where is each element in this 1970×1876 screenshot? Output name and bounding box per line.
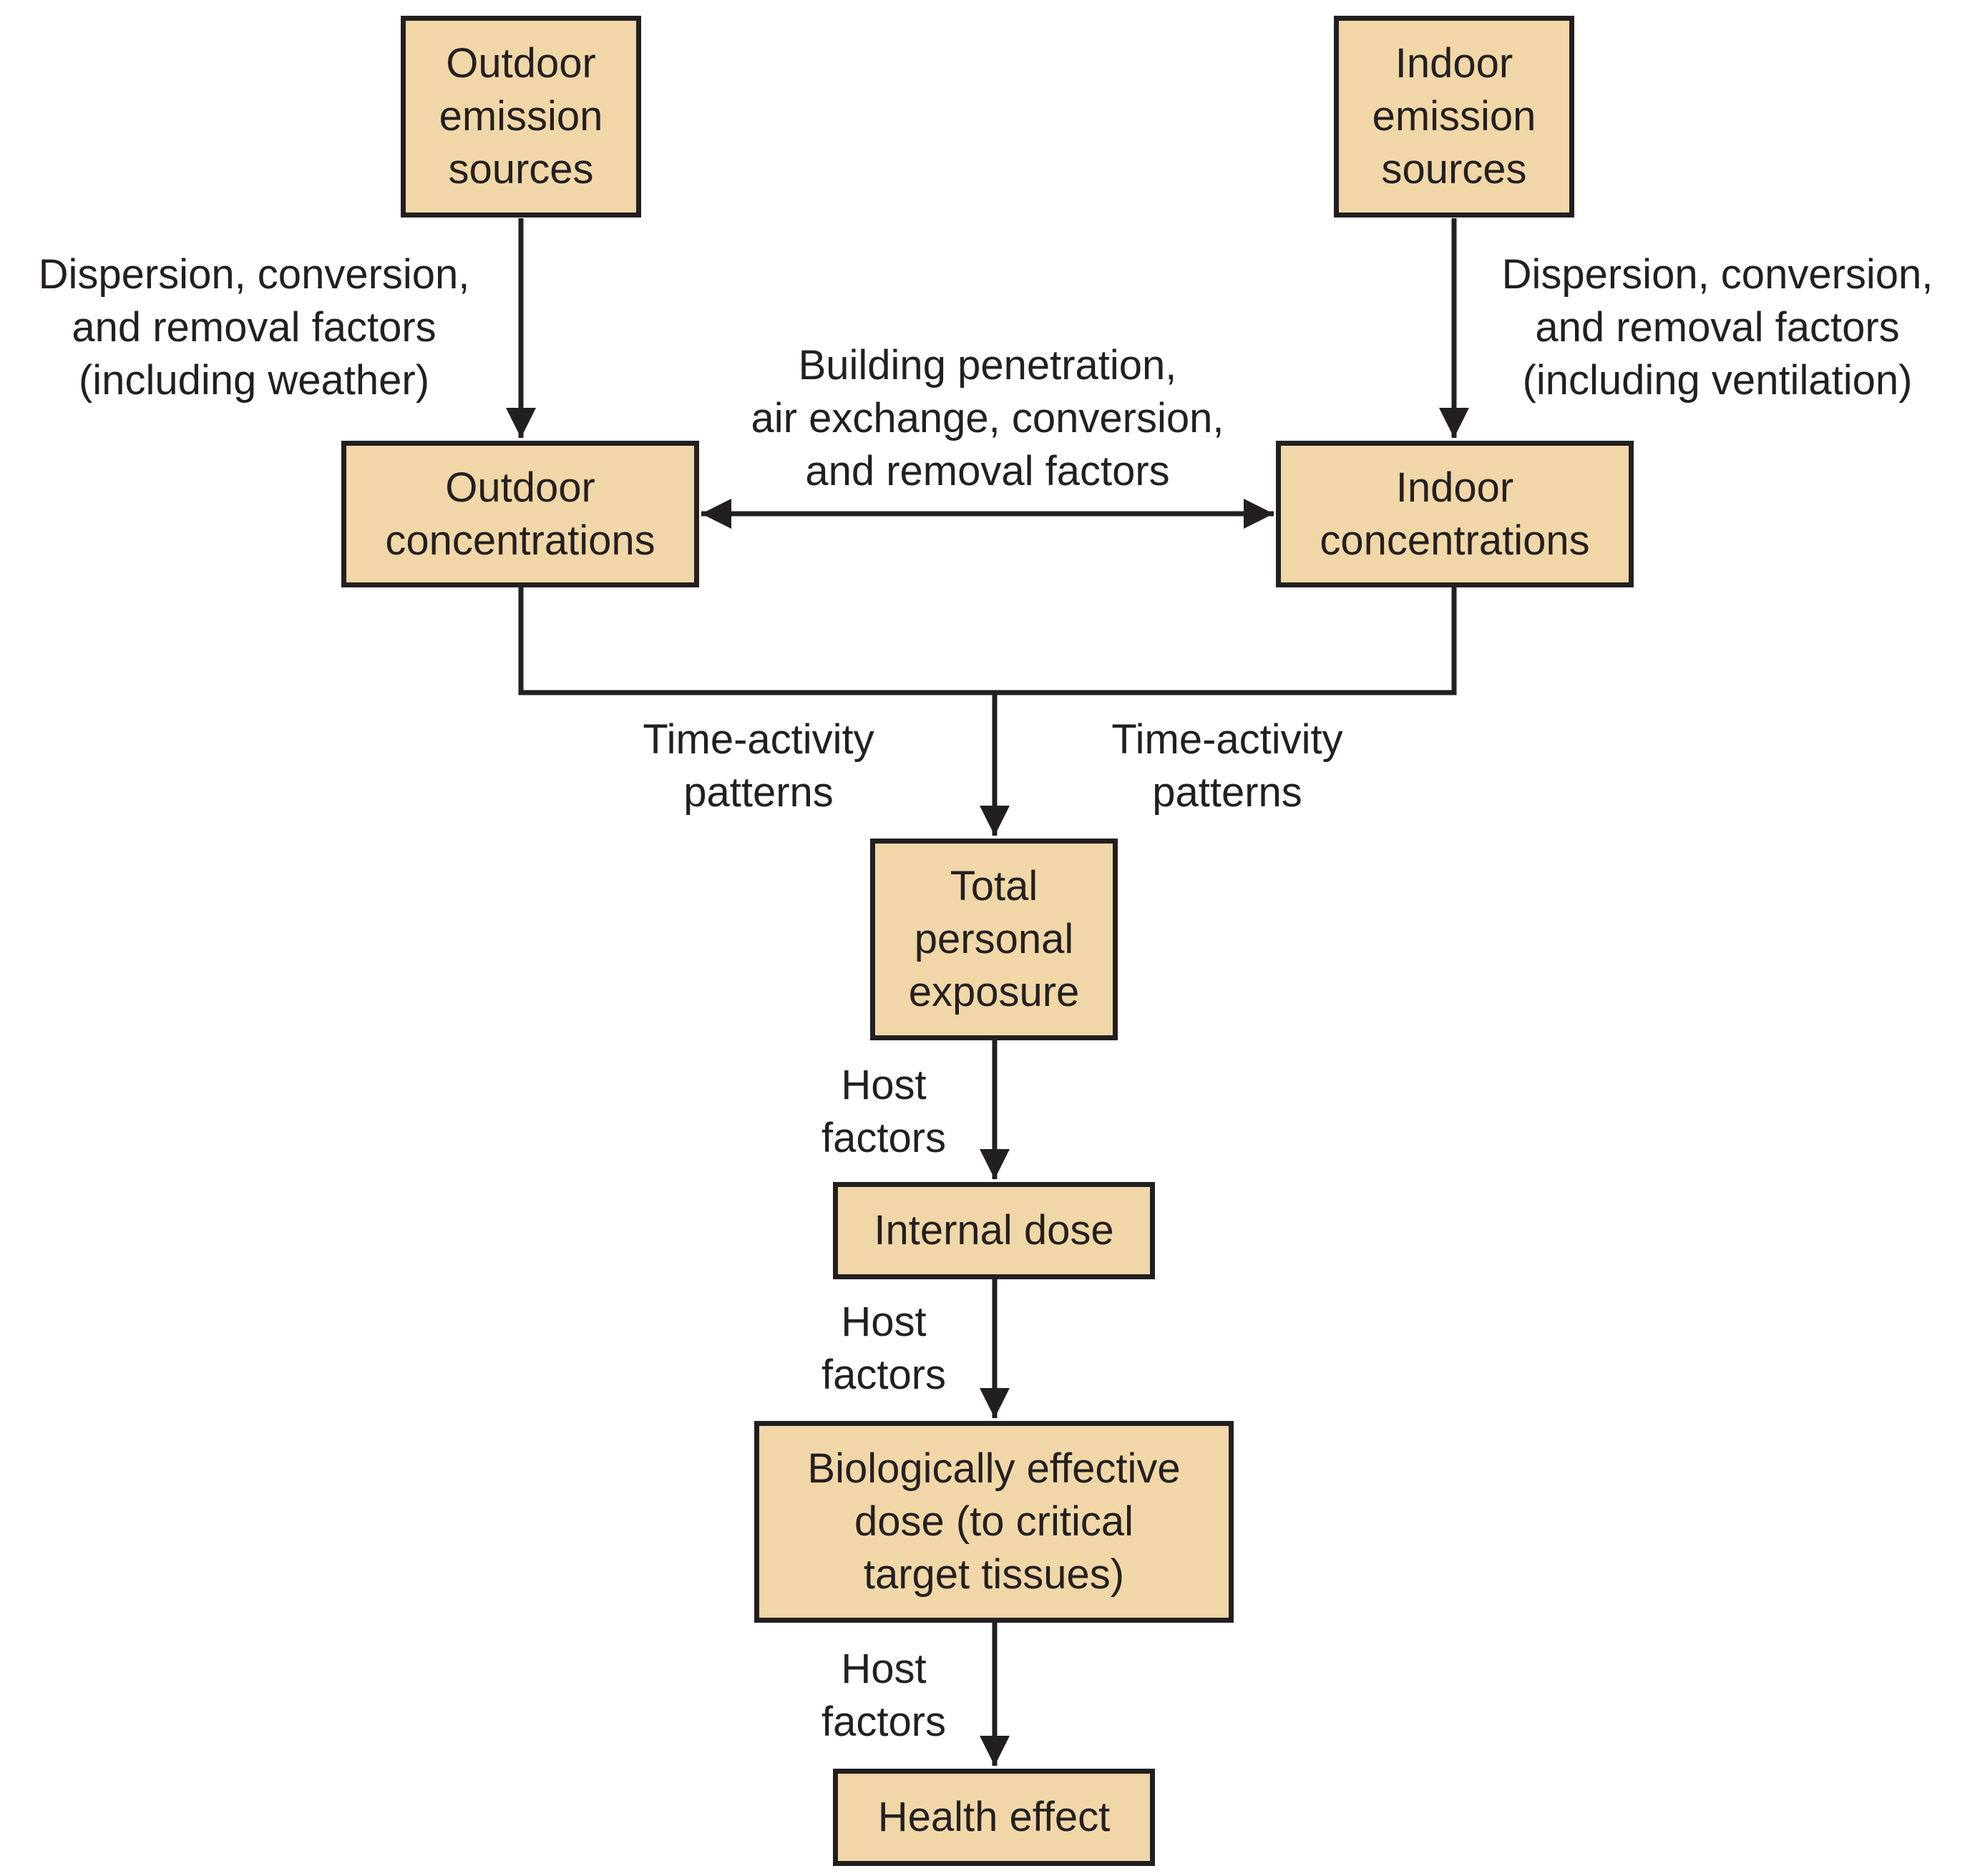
host-factors-label-3: Host factors [821, 1646, 947, 1745]
merge-line-concentrations [518, 587, 1457, 695]
total-personal-exposure-box: Total personal exposure [870, 839, 1118, 1040]
host-factors-label-1: Host factors [821, 1062, 947, 1161]
time-activity-left-label: Time-activity patterns [643, 716, 874, 816]
internal-dose-box: Internal dose [833, 1182, 1155, 1279]
outdoor-emission-sources-box: Outdoor emission sources [401, 16, 641, 218]
outdoor-dispersion-label: Dispersion, conversion, and removal fact… [38, 251, 470, 404]
building-penetration-label: Building penetration, air exchange, conv… [751, 342, 1224, 494]
time-activity-right-label: Time-activity patterns [1111, 716, 1343, 816]
indoor-dispersion-label: Dispersion, conversion, and removal fact… [1501, 251, 1934, 404]
indoor-emission-sources-box: Indoor emission sources [1334, 16, 1574, 218]
host-factors-label-2: Host factors [821, 1299, 947, 1398]
biologically-effective-dose-box: Biologically effective dose (to critical… [754, 1421, 1234, 1623]
indoor-concentrations-box: Indoor concentrations [1276, 441, 1634, 587]
health-effect-box: Health effect [833, 1769, 1155, 1866]
outdoor-concentrations-box: Outdoor concentrations [341, 441, 699, 587]
